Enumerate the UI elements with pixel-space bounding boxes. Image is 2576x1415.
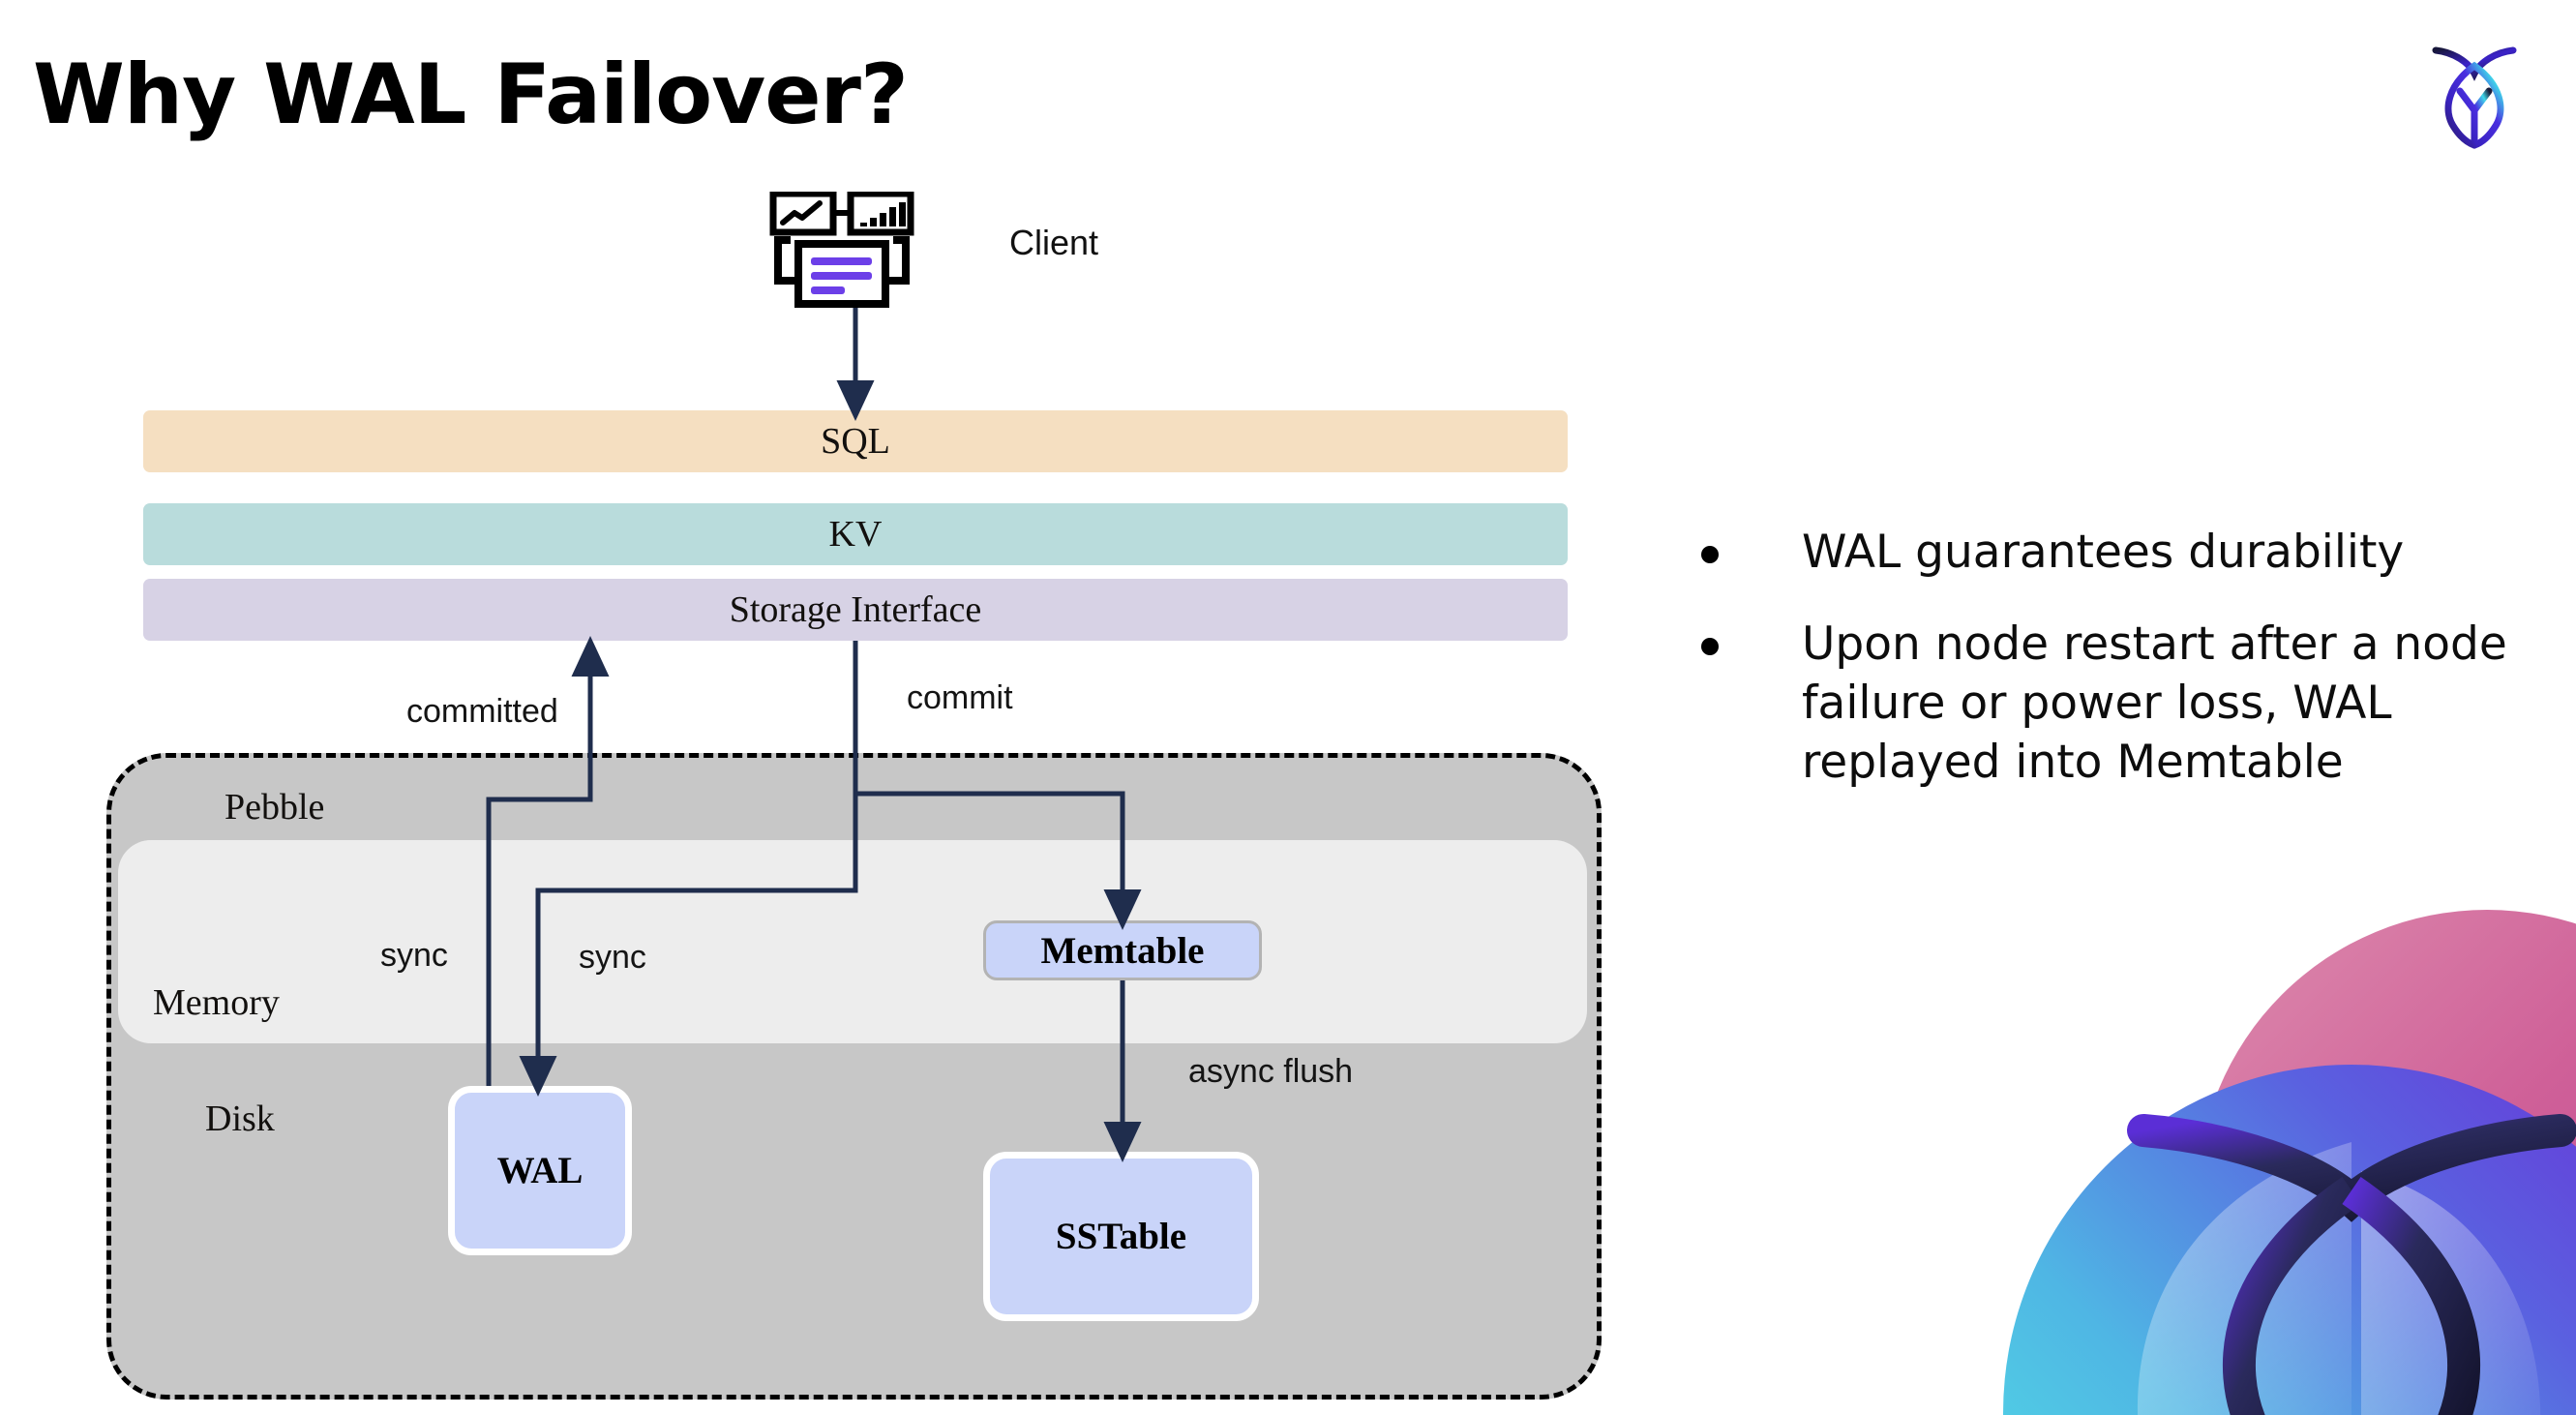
bullet-text: Upon node restart after a node failure o… (1802, 617, 2507, 790)
list-item: Upon node restart after a node failure o… (1701, 615, 2514, 792)
page-title: Why WAL Failover? (33, 46, 909, 143)
memory-label: Memory (153, 982, 280, 1023)
node-memtable-label: Memtable (1040, 929, 1205, 972)
client-dashboard-icon (769, 190, 944, 308)
cockroach-leaf-logo-icon (2414, 29, 2535, 150)
edge-label-sync-right: sync (579, 939, 646, 976)
node-sstable-label: SSTable (1055, 1216, 1187, 1257)
layer-bar-kv: KV (143, 503, 1568, 565)
list-item: WAL guarantees durability (1701, 523, 2514, 582)
layer-bar-kv-label: KV (828, 514, 883, 555)
bullet-dot-icon (1701, 638, 1719, 656)
bullet-text: WAL guarantees durability (1802, 526, 2405, 579)
layer-bar-sql: SQL (143, 410, 1568, 472)
bullet-dot-icon (1701, 546, 1719, 563)
node-sstable: SSTable (983, 1152, 1259, 1321)
bullet-list: WAL guarantees durability Upon node rest… (1701, 523, 2514, 825)
edge-label-async-flush: async flush (1188, 1053, 1354, 1090)
edge-label-commit: commit (907, 679, 1013, 716)
layer-bar-sql-label: SQL (821, 421, 890, 462)
corner-gradient-decoration (1945, 910, 2576, 1415)
pebble-label: Pebble (225, 787, 325, 828)
layer-bar-storage-interface: Storage Interface (143, 579, 1568, 641)
client-label: Client (1009, 223, 1099, 262)
edge-label-committed: committed (406, 693, 558, 730)
disk-label: Disk (205, 1099, 275, 1139)
node-memtable: Memtable (983, 920, 1262, 980)
node-wal-label: WAL (496, 1150, 584, 1191)
node-wal: WAL (448, 1086, 632, 1255)
memory-region (118, 840, 1587, 1043)
edge-label-sync-left: sync (380, 937, 448, 974)
layer-bar-storage-interface-label: Storage Interface (729, 589, 982, 630)
